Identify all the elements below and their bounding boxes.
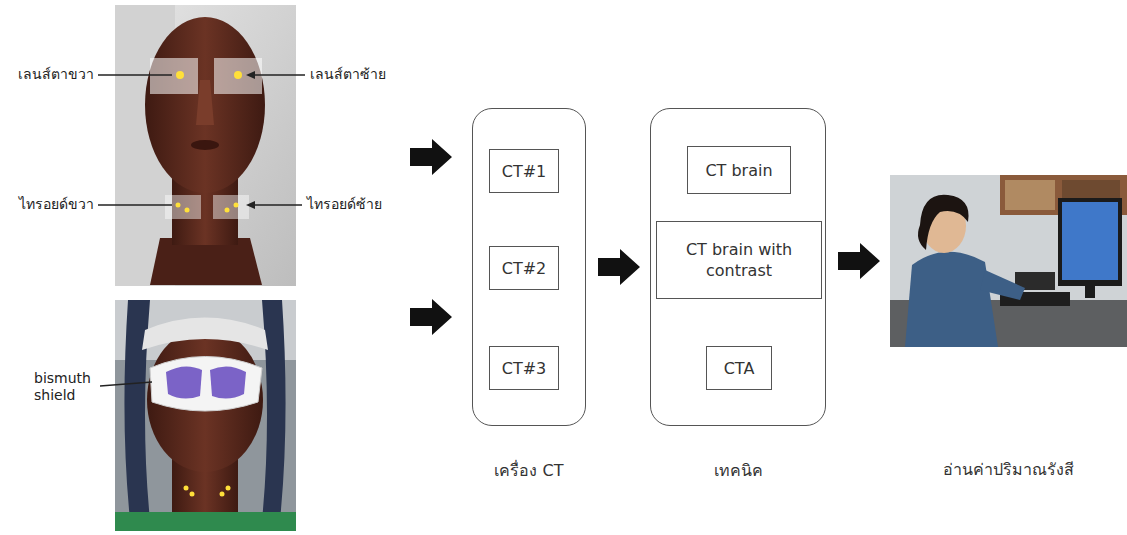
- technique-box: CT brain with contrast: [656, 221, 822, 299]
- part-label: ไทรอยด์ขวา: [2, 196, 94, 213]
- part-label: bismuth shield: [34, 370, 98, 404]
- box-label: CTA: [724, 358, 755, 379]
- reader-photo: [890, 175, 1127, 347]
- block-arrow: [410, 139, 452, 335]
- part-label: ไทรอยด์ซ้าย: [307, 196, 417, 213]
- part-label: เลนส์ตาซ้าย: [310, 66, 420, 83]
- ct-machine-box: CT#1: [489, 149, 559, 193]
- box-label: CT#1: [502, 161, 547, 182]
- leader-line: [100, 382, 152, 386]
- box-label: CT#3: [502, 358, 547, 379]
- dose-reading-photo: อ่านค่าปริมาณรังสี: [890, 175, 1127, 347]
- flow-arrow: [838, 243, 880, 279]
- ct-machine-box: CT#3: [489, 346, 559, 390]
- phantom-photo: [115, 5, 296, 286]
- group-heading: เครื่อง CT: [433, 461, 625, 481]
- ct-machine-box: CT#2: [489, 246, 559, 290]
- group-heading: เทคนิค: [611, 461, 865, 481]
- leader-line: [98, 71, 305, 209]
- ct-machine-group: เครื่อง CTCT#1CT#2CT#3: [472, 108, 586, 426]
- part-label: เลนส์ตาขวา: [2, 66, 94, 83]
- technique-box: CT brain: [687, 146, 791, 194]
- flow-arrow: [598, 249, 640, 285]
- group-heading: อ่านค่าปริมาณรังสี: [850, 460, 1127, 480]
- technique-box: CTA: [706, 346, 772, 390]
- box-label: CT brain with contrast: [663, 239, 815, 281]
- technique-group: เทคนิคCT brainCT brain with contrastCTA: [650, 108, 826, 426]
- box-label: CT#2: [502, 258, 547, 279]
- box-label: CT brain: [705, 160, 772, 181]
- shielded-phantom-photo: [115, 300, 296, 531]
